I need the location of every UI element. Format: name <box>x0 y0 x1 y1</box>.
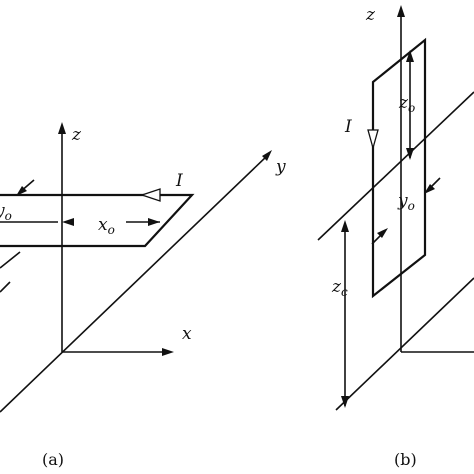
panel-a-y-label: y <box>275 157 286 177</box>
panel-a-z-arrowhead <box>58 122 66 134</box>
panel-a-xo-sub: o <box>108 223 115 237</box>
panel-b-zc-label: zc <box>331 277 348 299</box>
panel-b-zo-base: z <box>398 93 409 113</box>
panel-b-yo-label: yo <box>397 191 415 213</box>
panel-a-xo-label: xo <box>98 215 115 237</box>
panel-b-yo-sub: o <box>408 199 415 213</box>
panel-a: z y x I xo yo (a) <box>0 122 286 469</box>
panel-b-zo-label: zo <box>398 93 415 115</box>
panel-a-yo-sub: o <box>5 209 12 223</box>
panel-a-yo-leader-arrow <box>16 186 27 196</box>
panel-a-xo-arrow-left <box>62 218 74 226</box>
panel-b-zc-arrow-top <box>341 220 349 232</box>
panel-a-x-label: x <box>182 324 192 344</box>
panel-a-y-arrowhead <box>262 150 272 161</box>
panel-b-zc-base: z <box>331 277 342 297</box>
panel-b-zc-sub: c <box>341 285 348 299</box>
panel-b-yo-base: y <box>397 191 408 211</box>
panel-b-diagonal-lower <box>335 277 474 411</box>
panel-b-caption: (b) <box>394 450 417 469</box>
panel-a-current-arrow <box>139 188 161 202</box>
panel-a-dashed-stub <box>0 281 11 293</box>
panel-b-current-label: I <box>344 117 352 137</box>
panel-b-z-label: z <box>365 5 376 25</box>
panel-a-yo-label: yo <box>0 201 12 223</box>
panel-a-xo-base: x <box>98 215 108 235</box>
panel-a-yo-base: y <box>0 201 5 221</box>
panel-b-zo-sub: o <box>408 101 415 115</box>
panel-a-caption: (a) <box>42 450 64 469</box>
panel-b-zc-arrow-bottom <box>341 396 349 408</box>
panel-a-current-label: I <box>175 171 183 191</box>
panel-b-yo-arrow-left <box>377 228 388 238</box>
panel-b-current-arrow <box>367 129 379 151</box>
panel-b-zo-arrow-top <box>406 50 414 62</box>
panel-b: z I zo yo zc (b) <box>317 5 474 469</box>
panel-b-diagonal-upper <box>317 91 474 241</box>
panel-a-guide-line <box>0 251 21 269</box>
panel-a-xo-arrow-right <box>148 218 160 226</box>
panel-a-x-arrowhead <box>162 348 174 356</box>
panel-b-current-loop <box>371 37 427 299</box>
panel-b-yo-arrow-right <box>424 184 435 194</box>
panel-a-current-loop <box>0 193 195 248</box>
panel-b-zo-arrow-bottom <box>406 148 414 160</box>
panel-b-z-arrowhead <box>397 5 405 17</box>
panel-a-y-axis <box>0 154 269 413</box>
panel-a-z-label: z <box>71 125 82 145</box>
